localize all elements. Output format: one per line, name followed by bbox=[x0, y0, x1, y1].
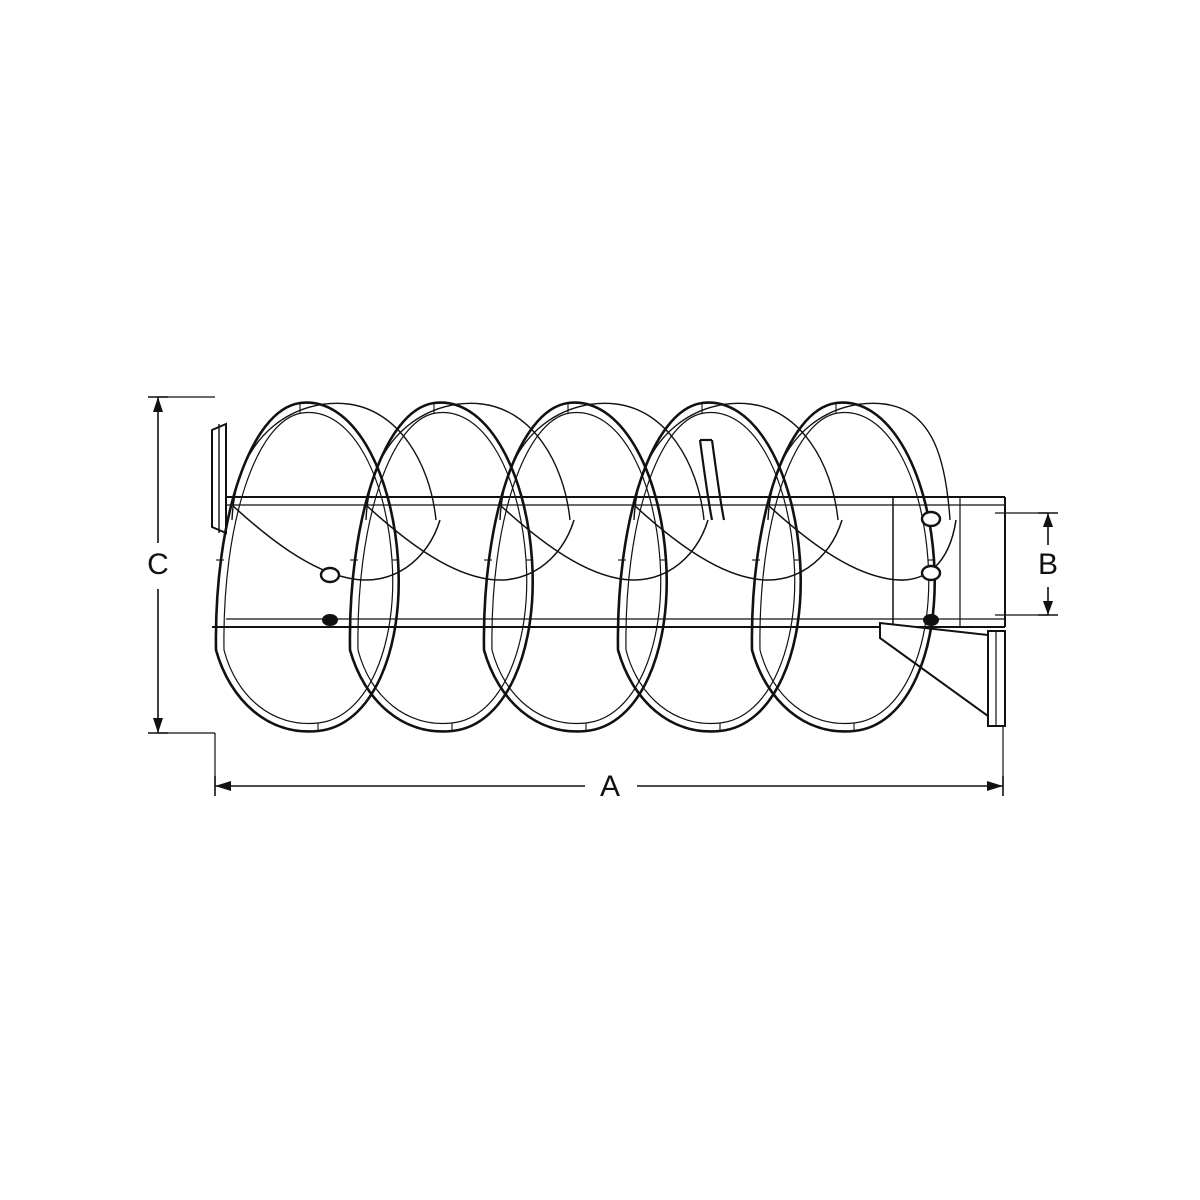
auger-tube bbox=[211, 422, 1006, 628]
dimension-lines bbox=[136, 396, 1070, 806]
hole-left-lower bbox=[322, 614, 338, 626]
dimension-label-c: C bbox=[147, 548, 169, 581]
hole-left-upper bbox=[319, 566, 341, 584]
flight-front-edges bbox=[214, 401, 936, 733]
dimension-label-b: B bbox=[1038, 548, 1058, 581]
hole-right-upper bbox=[920, 510, 942, 528]
flight-partial-segment bbox=[698, 438, 726, 521]
flight-thickness-lines bbox=[223, 411, 930, 725]
dimension-c bbox=[136, 396, 215, 734]
gusset-bracket bbox=[879, 621, 1006, 727]
dimension-a bbox=[214, 726, 1004, 806]
dimension-label-a: A bbox=[600, 770, 620, 803]
flight-inner-sweeps bbox=[231, 504, 957, 581]
auger-flighting bbox=[214, 401, 957, 733]
hole-right-middle bbox=[920, 564, 942, 582]
flight-cross-hatch bbox=[216, 403, 934, 731]
hole-right-lower bbox=[923, 614, 939, 626]
hole-marks bbox=[319, 510, 942, 626]
flight-back-edges bbox=[231, 402, 951, 521]
dimension-b bbox=[995, 512, 1070, 616]
